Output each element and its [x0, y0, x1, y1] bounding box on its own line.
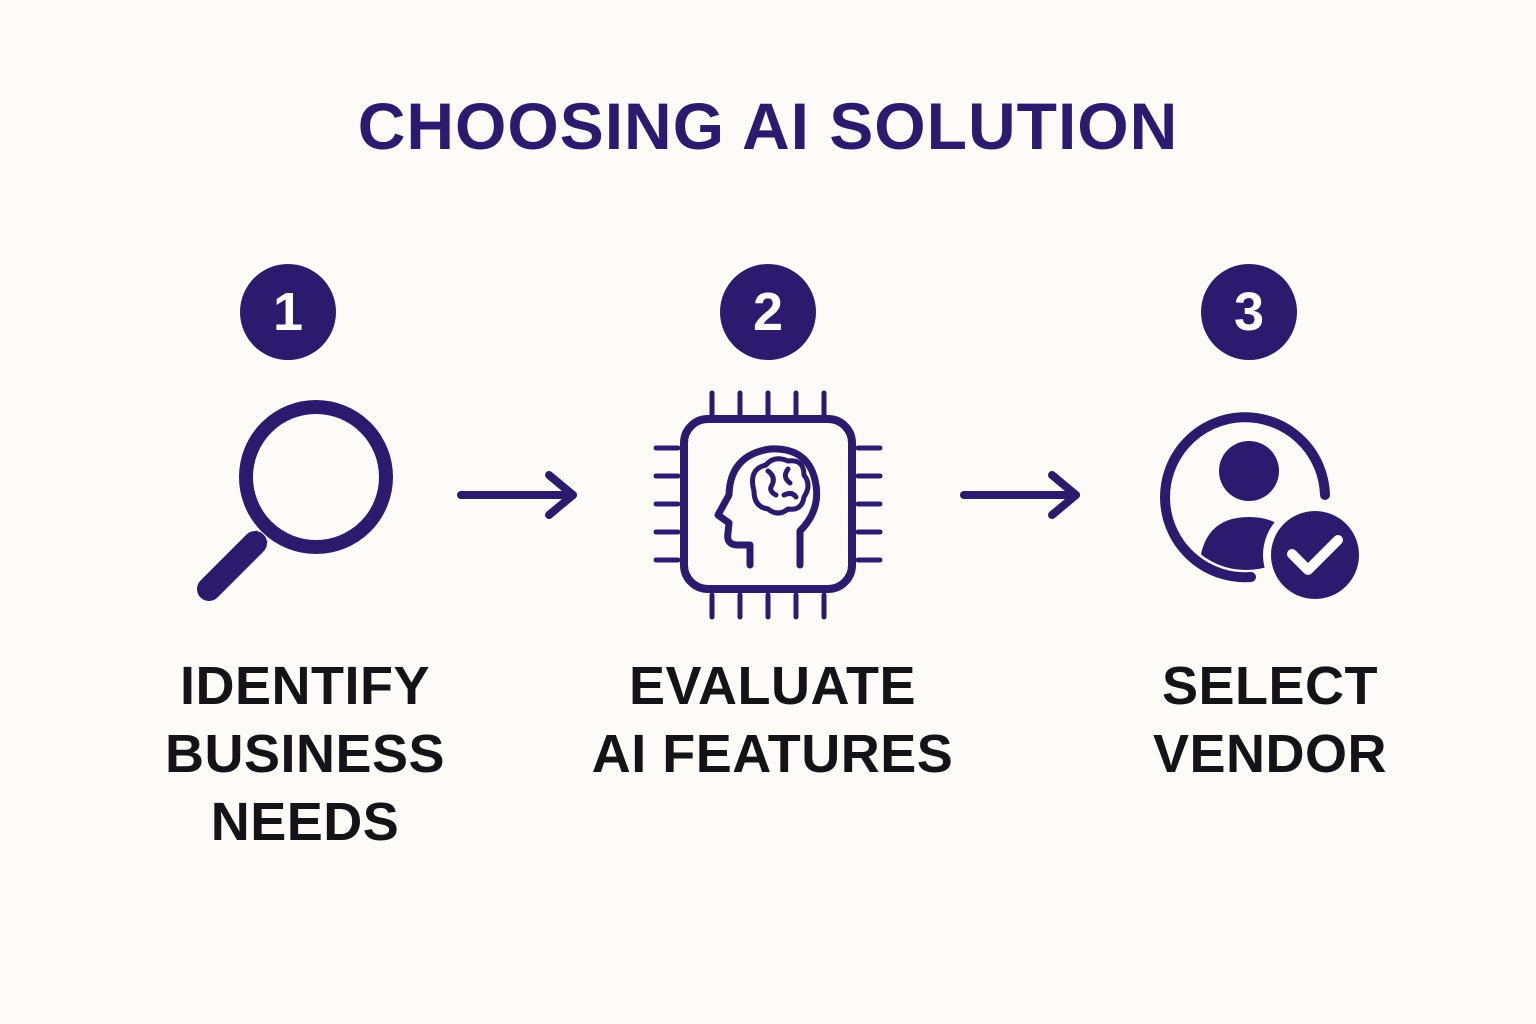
step-2-label-line-2: AI FEATURES: [591, 724, 954, 784]
ai-chip-brain-icon: [653, 390, 883, 620]
step-3-label-line-2: VENDOR: [1152, 724, 1388, 784]
user-check-icon: [1160, 412, 1367, 607]
magnifying-glass-icon: [197, 400, 393, 601]
step-1-label-line-1: IDENTIFY: [179, 656, 430, 716]
diagram-title: CHOOSING AI SOLUTION: [357, 89, 1179, 163]
step-2-number-badge: 2: [720, 264, 816, 360]
arrow-right-icon: [457, 471, 577, 519]
step-3-label-line-1: SELECT: [1161, 656, 1379, 716]
step-1-label: IDENTIFY BUSINESS NEEDS: [130, 652, 480, 856]
step-1-label-line-3: NEEDS: [210, 792, 400, 852]
step-1-number-badge: 1: [240, 264, 336, 360]
step-3-label: SELECT VENDOR: [1125, 652, 1415, 788]
step-2-label: EVALUATE AI FEATURES: [590, 652, 955, 788]
step-3-number-badge: 3: [1201, 264, 1297, 360]
arrow-right-icon: [960, 471, 1080, 519]
step-2-label-line-1: EVALUATE: [629, 656, 916, 716]
step-1-label-line-2: BUSINESS: [164, 724, 446, 784]
